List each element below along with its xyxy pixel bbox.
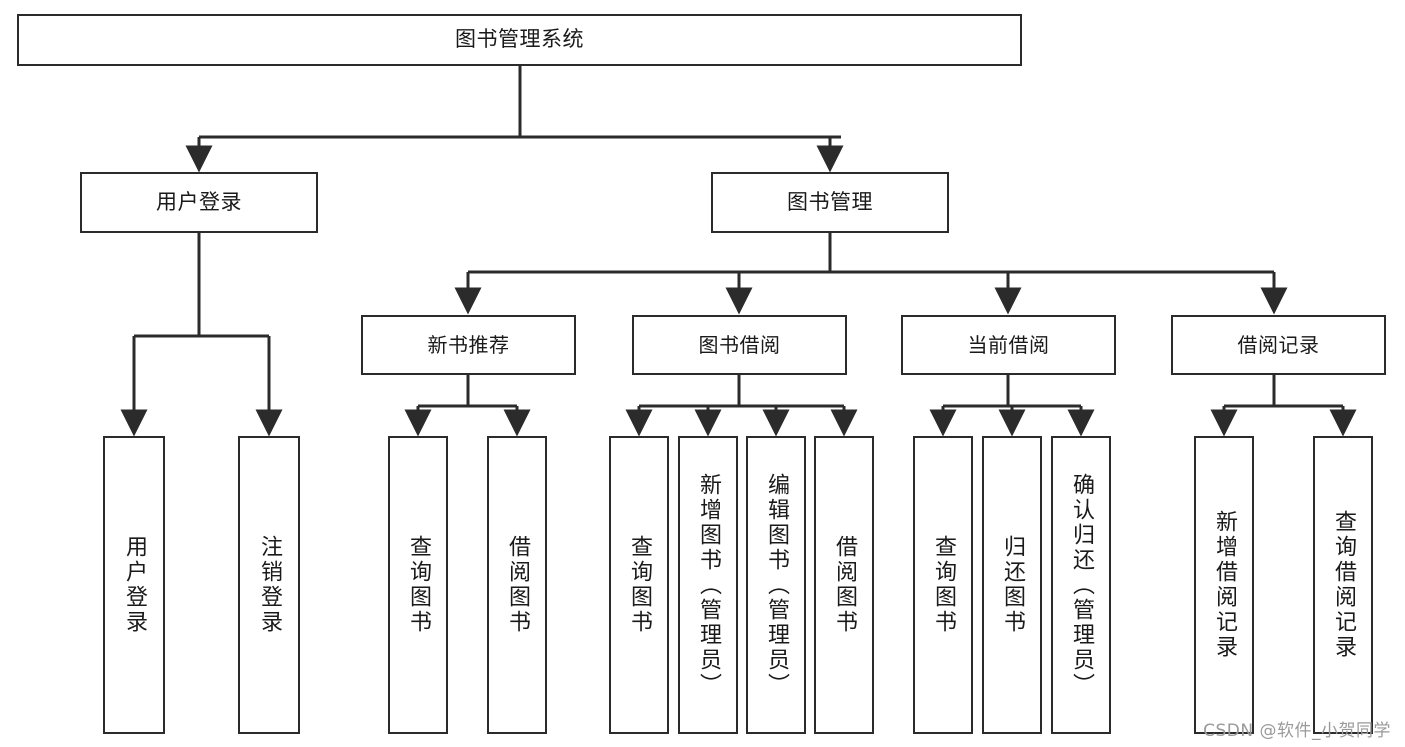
- node-leaf-query-record[interactable]: 查询借阅记录: [1313, 436, 1373, 734]
- node-book-borrow-label: 图书借阅: [698, 332, 781, 357]
- node-new-book-recommend-label: 新书推荐: [427, 332, 510, 357]
- node-borrow-record-label: 借阅记录: [1237, 332, 1320, 357]
- node-book-management[interactable]: 图书管理: [711, 172, 949, 233]
- node-leaf-borrow-book-2[interactable]: 借阅图书: [814, 436, 874, 734]
- node-book-borrow[interactable]: 图书借阅: [632, 315, 847, 375]
- node-leaf-borrow-book-1-label: 借阅图书: [505, 535, 530, 635]
- node-leaf-query-book-2[interactable]: 查询图书: [609, 436, 669, 734]
- node-leaf-add-record[interactable]: 新增借阅记录: [1194, 436, 1254, 734]
- node-leaf-edit-book[interactable]: 编辑图书（管理员）: [746, 436, 806, 734]
- node-leaf-edit-book-label: 编辑图书（管理员）: [764, 472, 789, 698]
- node-leaf-user-login[interactable]: 用户登录: [103, 436, 165, 734]
- node-root[interactable]: 图书管理系统: [17, 14, 1022, 66]
- node-leaf-logout-login[interactable]: 注销登录: [238, 436, 300, 734]
- node-user-login-label: 用户登录: [156, 189, 242, 214]
- node-borrow-record[interactable]: 借阅记录: [1171, 315, 1386, 375]
- node-leaf-add-record-label: 新增借阅记录: [1212, 510, 1237, 660]
- node-root-label: 图书管理系统: [455, 27, 584, 52]
- node-leaf-return-book-label: 归还图书: [1000, 535, 1025, 635]
- node-leaf-user-login-label: 用户登录: [122, 535, 147, 635]
- node-leaf-return-book[interactable]: 归还图书: [982, 436, 1042, 734]
- node-new-book-recommend[interactable]: 新书推荐: [361, 315, 576, 375]
- node-leaf-query-book-3-label: 查询图书: [931, 535, 956, 635]
- node-leaf-borrow-book-2-label: 借阅图书: [832, 535, 857, 635]
- node-leaf-add-book[interactable]: 新增图书（管理员）: [678, 436, 738, 734]
- node-current-borrow[interactable]: 当前借阅: [901, 315, 1116, 375]
- node-leaf-confirm-return[interactable]: 确认归还（管理员）: [1051, 436, 1111, 734]
- node-leaf-query-book-3[interactable]: 查询图书: [913, 436, 973, 734]
- node-leaf-query-record-label: 查询借阅记录: [1331, 510, 1356, 660]
- node-leaf-borrow-book-1[interactable]: 借阅图书: [487, 436, 547, 734]
- node-leaf-logout-login-label: 注销登录: [257, 535, 282, 635]
- node-leaf-query-book-1[interactable]: 查询图书: [388, 436, 448, 734]
- node-user-login[interactable]: 用户登录: [80, 172, 318, 233]
- node-current-borrow-label: 当前借阅: [967, 332, 1050, 357]
- node-leaf-add-book-label: 新增图书（管理员）: [696, 472, 721, 698]
- node-leaf-query-book-2-label: 查询图书: [627, 535, 652, 635]
- node-leaf-confirm-return-label: 确认归还（管理员）: [1069, 472, 1094, 698]
- node-leaf-query-book-1-label: 查询图书: [406, 535, 431, 635]
- node-book-management-label: 图书管理: [787, 189, 873, 214]
